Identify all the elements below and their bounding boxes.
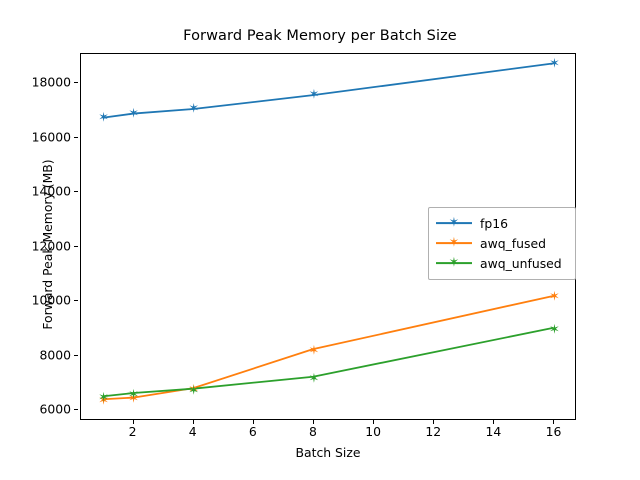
legend-item-awq_fused[interactable]: ✶ awq_fused xyxy=(436,233,568,253)
data-point-marker: ✶ xyxy=(98,110,109,126)
y-axis-tick-mark xyxy=(74,300,78,302)
x-axis-tick-mark xyxy=(553,420,555,424)
data-point-marker: ✶ xyxy=(188,382,200,398)
y-axis-tick-mark xyxy=(74,82,78,84)
y-axis-tick-mark xyxy=(74,191,78,193)
legend-label: awq_fused xyxy=(480,235,546,251)
data-point-marker: ✶ xyxy=(549,322,560,338)
x-axis-tick-label: 12 xyxy=(425,424,442,439)
x-axis-tick-mark xyxy=(132,420,134,424)
x-axis-tick-label: 8 xyxy=(309,424,317,439)
x-axis-tick-marks xyxy=(80,420,576,426)
y-axis-tick-label: 12000 xyxy=(31,238,71,254)
x-axis-tick-label: 16 xyxy=(545,424,562,439)
chart-legend[interactable]: ✶ fp16 ✶ awq_fused ✶ awq_unfused xyxy=(428,207,576,280)
x-axis-tick-label: 10 xyxy=(365,424,381,439)
data-point-marker: ✶ xyxy=(128,106,140,122)
legend-item-fp16[interactable]: ✶ fp16 xyxy=(436,213,568,233)
data-point-marker: ✶ xyxy=(128,391,140,407)
data-point-marker: ✶ xyxy=(98,393,109,409)
y-axis-tick-mark xyxy=(74,354,78,356)
data-point-marker: ✶ xyxy=(549,289,560,305)
x-axis-tick-label: 2 xyxy=(128,424,137,439)
data-point-marker: ✶ xyxy=(188,383,200,398)
x-axis-tick-mark xyxy=(493,420,495,424)
data-point-marker: ✶ xyxy=(549,56,560,72)
data-point-marker: ✶ xyxy=(308,343,320,359)
chart-title: Forward Peak Memory per Batch Size xyxy=(183,28,457,44)
series-line-fp16 xyxy=(102,62,554,119)
x-axis-tick-mark xyxy=(192,420,194,424)
y-axis-tick-labels: 6000 8000 10000 12000 14000 16000 18000 xyxy=(0,53,71,420)
x-axis-tick-mark xyxy=(433,420,435,424)
y-axis-tick-label: 14000 xyxy=(31,183,71,199)
y-axis-tick-label: 8000 xyxy=(39,347,71,363)
y-axis-tick-marks xyxy=(0,53,80,420)
x-axis-label: Batch Size xyxy=(295,445,361,460)
x-axis-tick-label: 6 xyxy=(248,424,257,439)
legend-label: fp16 xyxy=(480,215,508,231)
x-axis-tick-labels: 2 4 6 8 10 12 14 16 xyxy=(80,424,576,444)
x-axis-tick-label: 14 xyxy=(485,424,502,439)
legend-swatch-icon: ✶ xyxy=(436,235,472,251)
data-point-marker: ✶ xyxy=(98,390,109,406)
data-series-layer xyxy=(102,62,554,401)
data-point-marker: ✶ xyxy=(308,371,320,387)
data-point-marker: ✶ xyxy=(128,387,140,403)
y-axis-tick-mark xyxy=(74,245,78,247)
legend-swatch-icon: ✶ xyxy=(436,255,472,271)
y-axis-tick-label: 10000 xyxy=(31,292,71,308)
x-axis-tick-mark xyxy=(373,420,375,424)
y-axis-tick-label: 18000 xyxy=(31,74,71,90)
y-axis-tick-label: 16000 xyxy=(31,129,71,145)
data-point-marker: ✶ xyxy=(188,101,200,117)
legend-item-awq_unfused[interactable]: ✶ awq_unfused xyxy=(436,253,568,273)
x-axis-tick-label: 4 xyxy=(188,424,197,439)
series-line-awq_unfused xyxy=(102,327,554,398)
legend-label: awq_unfused xyxy=(480,255,562,271)
x-axis-tick-mark xyxy=(312,420,314,424)
y-axis-tick-mark xyxy=(74,409,78,411)
y-axis-tick-mark xyxy=(74,136,78,138)
y-axis-tick-label: 6000 xyxy=(39,401,71,417)
legend-swatch-icon: ✶ xyxy=(436,215,472,231)
data-point-marker: ✶ xyxy=(308,87,320,103)
x-axis-tick-mark xyxy=(252,420,254,424)
